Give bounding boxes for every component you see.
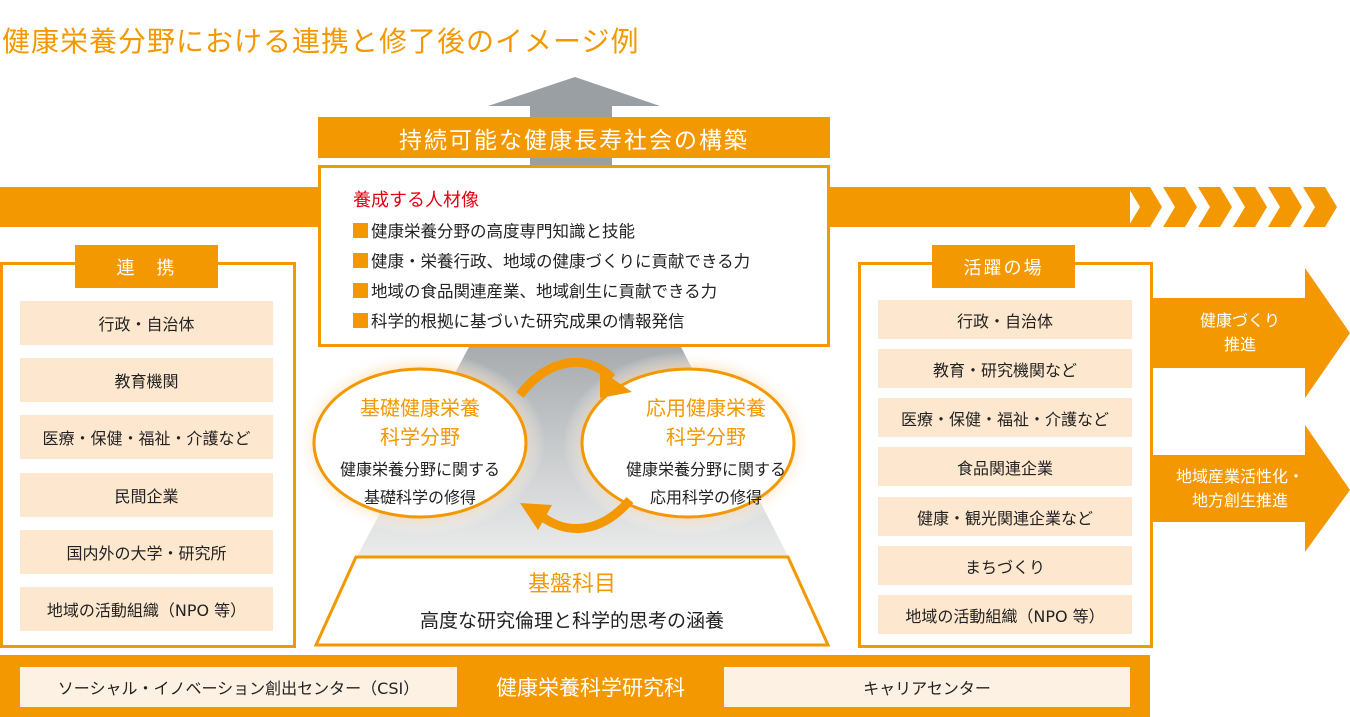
outcome-arrow-2 [1150, 425, 1350, 552]
basic-field-desc: 健康栄養分野に関する [339, 460, 500, 479]
basic-field-ellipse [312, 367, 528, 519]
collaboration-heading: 連 携 [75, 245, 218, 288]
career-item: 教育・研究機関など [878, 349, 1132, 388]
talent-heading: 養成する人材像 [353, 190, 479, 211]
applied-field-title: 応用健康栄養 [646, 396, 766, 420]
up-arrow-head [488, 77, 660, 106]
csi-box: ソーシャル・イノベーション創出センター（CSI） [20, 667, 457, 707]
outcome-label-2: 地域産業活性化・地方創生推進 [1150, 465, 1330, 513]
talent-item-text: 健康栄養分野の高度専門知識と技能 [371, 222, 635, 241]
page-title: 健康栄養分野における連携と修了後のイメージ例 [2, 25, 640, 58]
outcome-arrow-1 [1150, 268, 1350, 398]
applied-field-ellipse [580, 367, 796, 519]
talent-item: 地域の食品関連産業、地域創生に貢献できる力 [353, 278, 717, 302]
outcome-line: 推進 [1223, 335, 1256, 354]
collaboration-item: 地域の活動組織（NPO 等） [20, 587, 273, 631]
bullet-square-icon [353, 222, 368, 238]
outcome-label-1: 健康づくり推進 [1150, 309, 1330, 357]
applied-field-desc: 健康栄養分野に関する [625, 460, 786, 479]
cycle-arrow-top [516, 357, 616, 398]
applied-field-title: 科学分野 [666, 425, 746, 449]
career-item: 食品関連企業 [878, 447, 1132, 486]
bullet-square-icon [353, 282, 368, 298]
career-heading: 活躍の場 [932, 245, 1075, 288]
bullet-square-icon [353, 252, 368, 268]
talent-item: 健康栄養分野の高度専門知識と技能 [353, 218, 635, 242]
career-item: 行政・自治体 [878, 300, 1132, 339]
talent-item-text: 健康・栄養行政、地域の健康づくりに貢献できる力 [371, 252, 751, 271]
cycle-arrow-bottom [537, 496, 634, 533]
talent-item: 健康・栄養行政、地域の健康づくりに貢献できる力 [353, 248, 750, 272]
outcome-line: 健康づくり [1199, 311, 1280, 330]
applied-field-text: 応用健康栄養 科学分野 健康栄養分野に関する 応用科学の修得 [606, 392, 806, 512]
talent-box: 養成する人材像 健康栄養分野の高度専門知識と技能 健康・栄養行政、地域の健康づく… [318, 165, 830, 347]
talent-item-text: 科学的根拠に基づいた研究成果の情報発信 [371, 312, 685, 331]
band-chevrons [1128, 187, 1337, 227]
foundation-desc: 高度な研究倫理と科学的思考の涵養 [419, 610, 724, 632]
career-item: 医療・保健・福祉・介護など [878, 398, 1132, 437]
talent-item: 科学的根拠に基づいた研究成果の情報発信 [353, 308, 685, 332]
foundation-trapezoid [313, 555, 831, 647]
basic-field-title: 基礎健康栄養 [360, 396, 480, 420]
basic-field-desc: 基礎科学の修得 [363, 488, 476, 507]
career-center-box: キャリアセンター [724, 667, 1130, 707]
outcome-line: 地域産業活性化・ [1175, 467, 1304, 486]
bullet-square-icon [353, 312, 368, 328]
career-item: 健康・観光関連企業など [878, 497, 1132, 536]
career-item: 地域の活動組織（NPO 等） [878, 595, 1132, 634]
collaboration-item: 行政・自治体 [20, 301, 273, 345]
collaboration-item: 教育機関 [20, 358, 273, 402]
collaboration-item: 医療・保健・福祉・介護など [20, 415, 273, 459]
talent-item-text: 地域の食品関連産業、地域創生に貢献できる力 [371, 282, 718, 301]
collaboration-item: 国内外の大学・研究所 [20, 530, 273, 574]
graduate-school-label: 健康栄養科学研究科 [496, 676, 685, 700]
career-item: まちづくり [878, 546, 1132, 585]
collaboration-item: 民間企業 [20, 473, 273, 517]
basic-field-title: 科学分野 [380, 425, 460, 449]
top-goal-bar: 持続可能な健康長寿社会の構築 [318, 117, 830, 158]
basic-field-text: 基礎健康栄養 科学分野 健康栄養分野に関する 基礎科学の修得 [320, 392, 520, 512]
foundation-title: 基盤科目 [527, 572, 616, 597]
applied-field-desc: 応用科学の修得 [649, 488, 762, 507]
outcome-line: 地方創生推進 [1191, 491, 1288, 510]
